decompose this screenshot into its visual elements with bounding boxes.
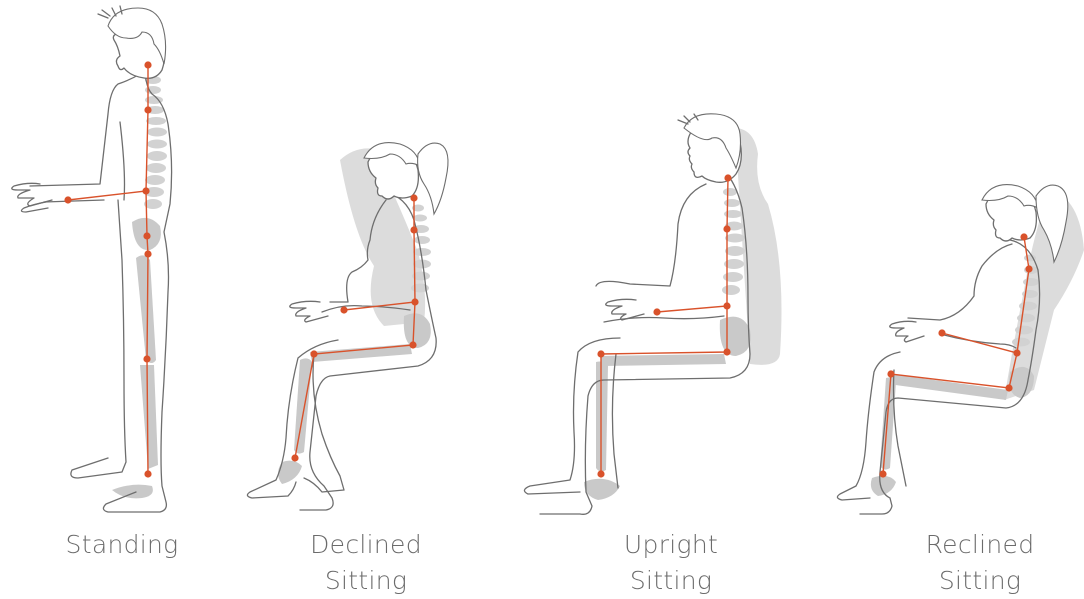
reclined-joints: [879, 233, 1032, 477]
caption-declined-line2: Sitting: [266, 563, 466, 599]
caption-reclined-line2: Sitting: [880, 563, 1080, 599]
upright-figure: [524, 114, 781, 515]
caption-declined-line1: Declined: [266, 527, 466, 563]
reclined-figure: [837, 185, 1084, 514]
caption-upright-line1: Upright: [571, 527, 771, 563]
caption-standing-line1: Standing: [22, 527, 222, 563]
standing-figure: [12, 6, 172, 512]
caption-declined-sitting: Declined Sitting: [266, 527, 466, 599]
upright-joints: [597, 174, 731, 477]
caption-reclined-line1: Reclined: [880, 527, 1080, 563]
caption-standing: Standing: [22, 527, 222, 563]
caption-reclined-sitting: Reclined Sitting: [880, 527, 1080, 599]
caption-upright-sitting: Upright Sitting: [571, 527, 771, 599]
caption-upright-line2: Sitting: [571, 563, 771, 599]
declined-figure: [247, 143, 448, 510]
